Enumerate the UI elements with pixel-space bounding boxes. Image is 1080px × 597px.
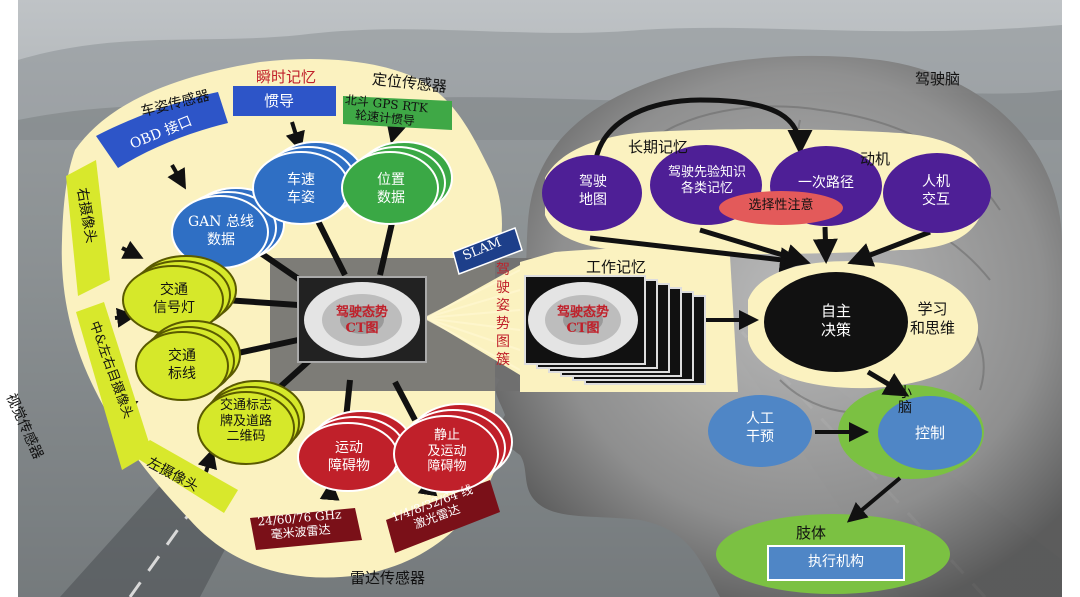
traffic-light-node: 交通 信号灯 bbox=[138, 282, 210, 317]
intervention-node: 人工 干预 bbox=[724, 411, 796, 446]
driving-map-node: 驾驶 地图 bbox=[557, 174, 629, 209]
route-node: 一次路径 bbox=[780, 175, 872, 193]
long-term-memory-label: 长期记忆 bbox=[628, 136, 688, 157]
speed-posture-node: 车速 车姿 bbox=[266, 172, 336, 207]
gan-bus-node: GAN 总线 数据 bbox=[186, 214, 256, 249]
hmi-node: 人机 交互 bbox=[900, 174, 972, 209]
position-data-node: 位置 数据 bbox=[356, 172, 426, 207]
limbs-label: 肢体 bbox=[796, 522, 826, 543]
ct-chart-label: 驾驶态势 CT图 bbox=[322, 305, 402, 336]
ct-stack-label: 驾驶态势 CT图 bbox=[543, 305, 623, 336]
working-memory-label: 工作记忆 bbox=[586, 256, 646, 277]
traffic-sign-node: 交通标志 牌及道路 二维码 bbox=[203, 398, 289, 445]
driving-brain-label: 驾驶脑 bbox=[915, 68, 960, 89]
static-obstacle-node: 静止 及运动 障碍物 bbox=[408, 428, 486, 475]
ct-cluster-label: 驾 驶 姿 势 图 簇 bbox=[493, 262, 513, 369]
selective-attention-node: 选择性注意 bbox=[724, 198, 838, 214]
radar-sensor-label: 雷达传感器 bbox=[350, 567, 425, 588]
moving-obstacle-node: 运动 障碍物 bbox=[313, 440, 385, 475]
decision-node: 自主 决策 bbox=[800, 302, 872, 340]
learning-thinking-label: 学习 和思维 bbox=[910, 300, 955, 338]
imu-label: 惯导 bbox=[264, 90, 294, 111]
traffic-line-node: 交通 标线 bbox=[146, 348, 218, 383]
cerebellum-label: 小 脑 bbox=[898, 386, 912, 417]
control-node: 控制 bbox=[894, 424, 966, 443]
motivation-label: 动机 bbox=[860, 148, 890, 169]
actuator-node: 执行机构 bbox=[768, 554, 904, 572]
instant-memory-label: 瞬时记忆 bbox=[256, 66, 316, 87]
prior-knowledge-node: 驾驶先验知识 各类记忆 bbox=[650, 165, 764, 198]
